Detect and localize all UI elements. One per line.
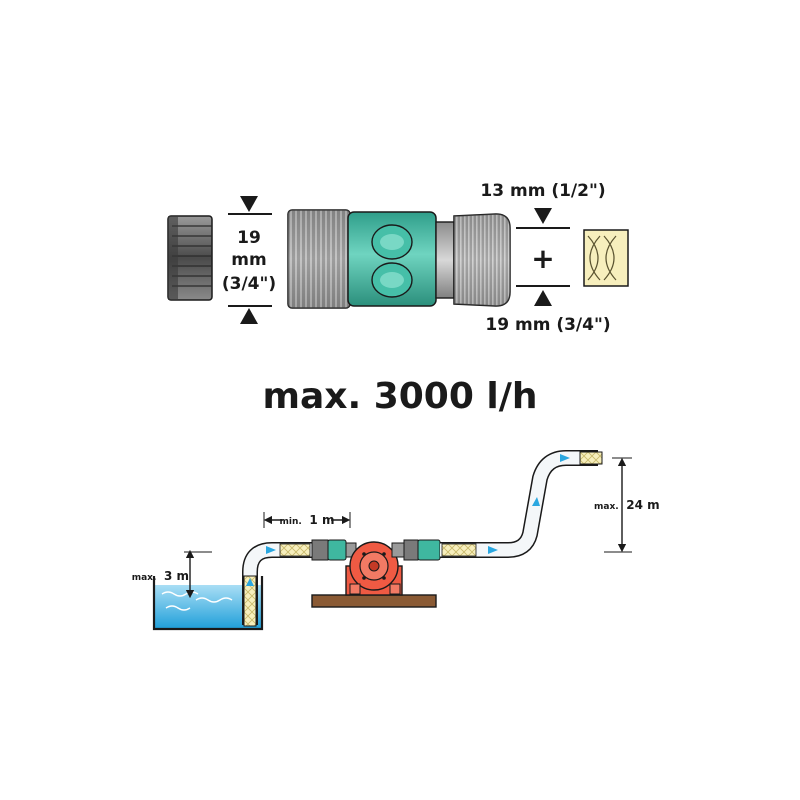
min-distance-dimension — [263, 510, 351, 528]
installation-scene: max. 3 m min. 1 m — [132, 450, 660, 631]
svg-text:max. 24 m: max. 24 m — [594, 494, 660, 513]
delivery-hose — [440, 450, 603, 558]
connector-knurled-nut — [287, 209, 351, 309]
connector-green-body — [347, 211, 437, 307]
suction-height-prefix: max. — [132, 573, 157, 583]
suction-hose — [242, 542, 318, 627]
connector-spacer — [435, 221, 455, 299]
svg-text:min. 1 m: min. 1 m — [280, 509, 335, 528]
hose-dimension-marker — [516, 208, 570, 306]
delivery-height-value: 24 m — [626, 498, 659, 512]
flow-arrow-right-delivery — [488, 546, 498, 554]
flow-arrow-up-suction — [246, 578, 254, 586]
connector-hose-nut — [453, 213, 511, 307]
delivery-height-prefix: max. — [594, 502, 619, 512]
plus-sign: + — [531, 242, 554, 275]
distance-prefix: min. — [280, 517, 302, 527]
flow-arrows — [246, 454, 570, 586]
hose-size-top: 13 mm (1/2") — [480, 181, 605, 201]
delivery-height-dimension — [604, 457, 632, 553]
connector-assembly: 19 mm (3/4") 13 mm (1/ — [167, 181, 629, 335]
hose-end — [583, 229, 629, 287]
flow-arrow-right-suction — [266, 546, 276, 554]
flow-arrow-right-top — [560, 454, 570, 462]
flow-arrow-up-delivery — [532, 497, 540, 506]
thread-size-line3: (3/4") — [222, 274, 276, 294]
flow-rate-title: max. 3000 l/h — [262, 376, 537, 417]
distance-value: 1 m — [309, 513, 334, 527]
svg-text:max. 3 m: max. 3 m — [132, 565, 189, 584]
pump-outlet-coupling — [391, 539, 441, 561]
pump-body — [345, 541, 403, 596]
thread-fitting — [167, 215, 213, 301]
suction-height-dimension — [184, 549, 212, 599]
thread-size-line1: 19 — [237, 228, 261, 248]
pump-inlet-coupling — [311, 539, 357, 561]
thread-size-line2: mm — [231, 250, 266, 270]
hose-size-bottom: 19 mm (3/4") — [485, 315, 610, 335]
thread-dimension-marker — [228, 196, 272, 324]
mounting-board — [311, 594, 437, 608]
suction-height-value: 3 m — [164, 569, 189, 583]
